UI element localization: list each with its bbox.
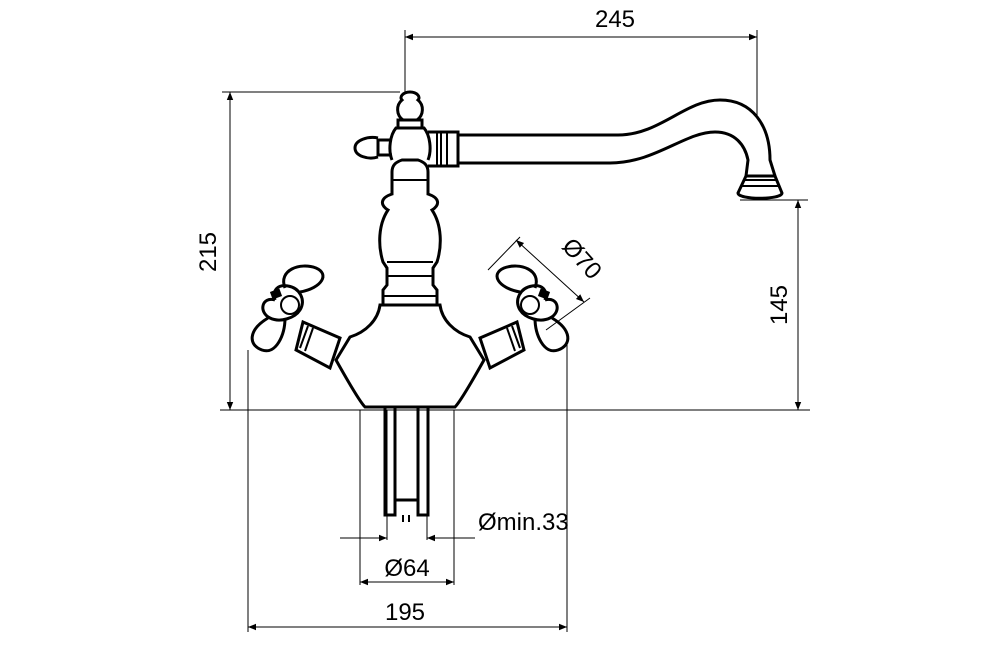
left-handle bbox=[250, 264, 342, 371]
dim-line-handle-diameter bbox=[515, 239, 585, 303]
dim-text-spout-height: 145 bbox=[766, 285, 793, 325]
dim-text-spout-reach: 245 bbox=[595, 6, 635, 33]
dim-text-total-height: 215 bbox=[195, 232, 222, 272]
dim-text-handle-diameter: Ø70 bbox=[556, 233, 606, 285]
dimension-lines bbox=[226, 33, 802, 631]
faucet-body bbox=[334, 90, 784, 522]
dim-text-handle-span: 195 bbox=[385, 599, 425, 626]
dim-text-hole-min: Ømin.33 bbox=[478, 509, 569, 536]
right-handle bbox=[478, 264, 570, 371]
dim-text-base-diameter: Ø64 bbox=[384, 555, 429, 582]
extension-lines bbox=[220, 30, 810, 632]
